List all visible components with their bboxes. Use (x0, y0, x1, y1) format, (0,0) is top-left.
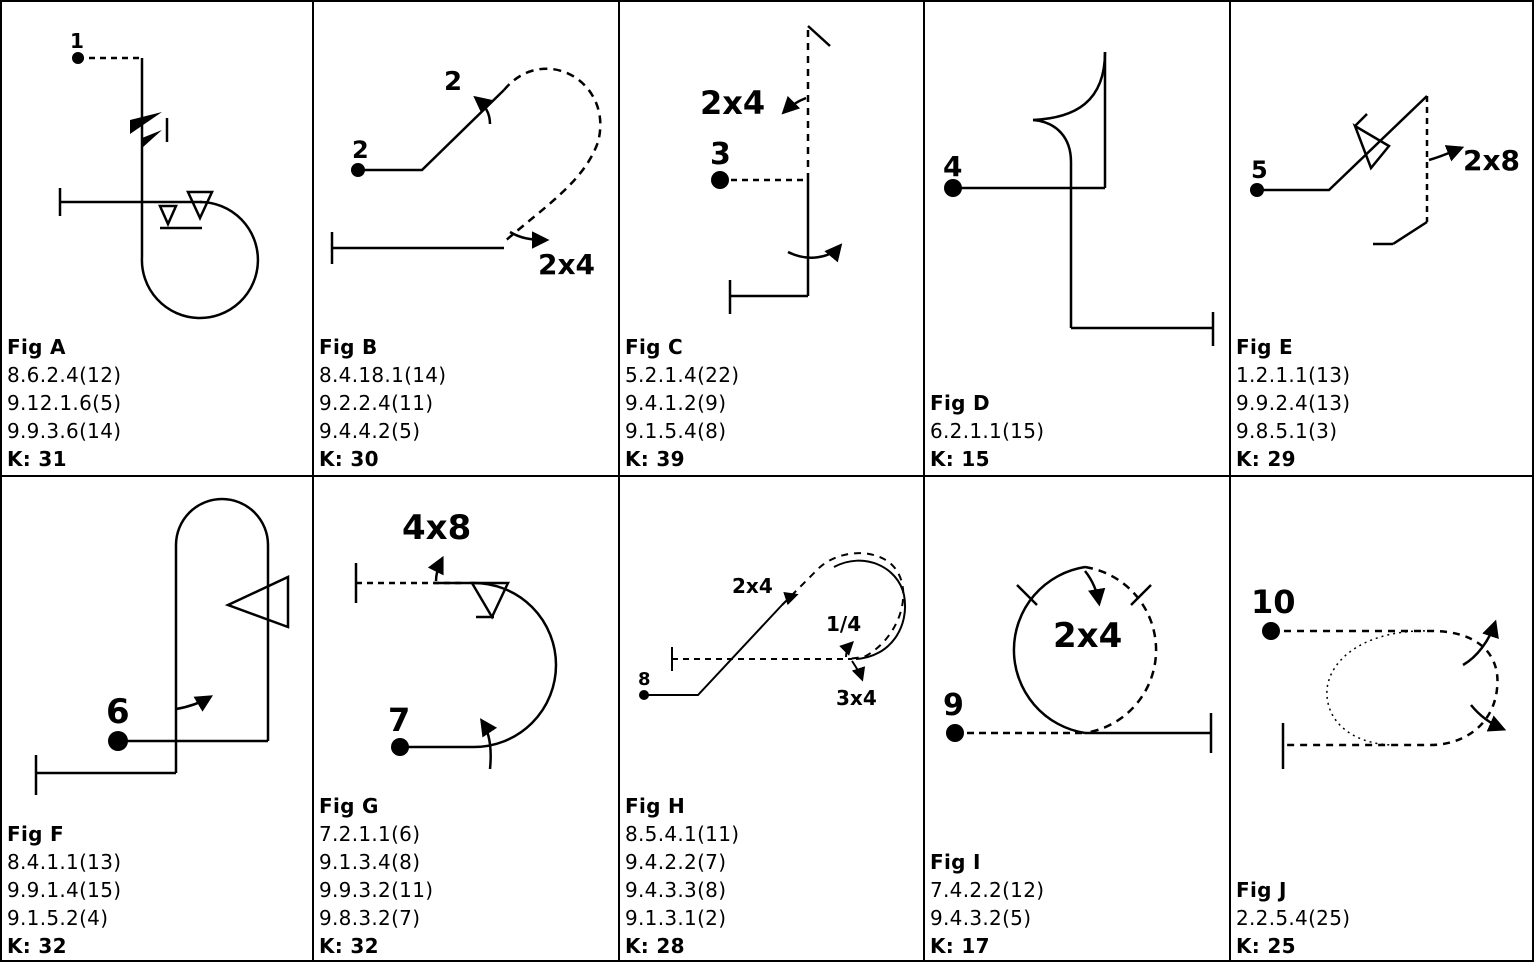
code-line: 9.9.3.2(11) (319, 878, 434, 902)
figure-title: Fig J (1236, 878, 1287, 902)
k-value: K: 17 (930, 934, 990, 958)
figure-caption: Fig G 7.2.1.1(6) 9.1.3.4(8) 9.9.3.2(11) … (319, 792, 433, 960)
code-line: 5.2.1.4(22) (625, 363, 740, 387)
figure-title: Fig E (1236, 335, 1293, 359)
figure-title: Fig H (625, 794, 686, 818)
figure-caption: Fig H 8.5.4.1(11) 9.4.2.2(7) 9.4.3.3(8) … (625, 792, 739, 960)
figure-title: Fig A (7, 335, 66, 359)
figure-caption: Fig D 6.2.1.1(15) K: 15 (930, 389, 1044, 473)
turn-label: 3x4 (836, 686, 877, 710)
turn-label: 2x4 (700, 84, 765, 122)
k-value: K: 15 (930, 447, 990, 471)
figure-cell-i: 9 2x4 Fig I 7.4.2.2(12) 9.4.3.2(5) K: 17 (925, 477, 1229, 962)
figure-h-diagram: 8 2x4 1/4 3x4 (638, 552, 907, 710)
code-line: 7.2.1.1(6) (319, 822, 421, 846)
figure-a-diagram: 1 (58, 29, 260, 320)
k-value: K: 39 (625, 447, 685, 471)
figure-cell-e: 5 2x8 Fig E 1.2.1.1(13) 9.9.2.4(13) 9.8.… (1231, 2, 1533, 475)
start-label: 2 (352, 136, 369, 164)
figure-title: Fig I (930, 850, 981, 874)
start-label: 5 (1251, 156, 1268, 184)
figure-cell-h: 8 2x4 1/4 3x4 Fig H 8.5.4.1(11) 9.4.2.2(… (620, 477, 923, 962)
code-line: 8.4.18.1(14) (319, 363, 447, 387)
turn-label: 1/4 (826, 612, 861, 636)
figure-cell-f: 6 Fig F 8.4.1.1(13) 9.9.1.4(15) 9.1.5.2(… (2, 477, 312, 962)
code-line: 9.9.2.4(13) (1236, 391, 1351, 415)
code-line: 2.2.5.4(25) (1236, 906, 1351, 930)
figure-caption: Fig A 8.6.2.4(12) 9.12.1.6(5) 9.9.3.6(14… (7, 333, 121, 473)
k-value: K: 31 (7, 447, 67, 471)
figure-title: Fig C (625, 335, 683, 359)
start-label: 10 (1251, 583, 1296, 621)
figure-cell-d: 4 Fig D 6.2.1.1(15) K: 15 (925, 2, 1229, 475)
figure-d-diagram: 4 (943, 51, 1215, 346)
figure-title: Fig F (7, 822, 64, 846)
start-label: 4 (943, 150, 962, 183)
k-value: K: 30 (319, 447, 379, 471)
k-value: K: 25 (1236, 934, 1296, 958)
figure-i-diagram: 9 2x4 (943, 565, 1213, 753)
figure-caption: Fig B 8.4.18.1(14) 9.2.2.4(11) 9.4.4.2(5… (319, 333, 446, 473)
code-line: 8.4.1.1(13) (7, 850, 122, 874)
figure-c-diagram: 3 2x4 (700, 25, 843, 314)
code-line: 9.4.3.2(5) (930, 906, 1032, 930)
k-value: K: 32 (7, 934, 67, 958)
code-line: 1.2.1.1(13) (1236, 363, 1351, 387)
figure-cell-c: 3 2x4 Fig C 5.2.1.4(22) 9.4.1.2(9) 9.1.5… (620, 2, 923, 475)
turn-label: 2x8 (1463, 144, 1520, 177)
k-value: K: 28 (625, 934, 685, 958)
code-line: 9.4.4.2(5) (319, 419, 421, 443)
code-line: 9.2.2.4(11) (319, 391, 434, 415)
figure-title: Fig G (319, 794, 379, 818)
code-line: 7.4.2.2(12) (930, 878, 1045, 902)
code-line: 8.6.2.4(12) (7, 363, 122, 387)
code-line: 9.9.1.4(15) (7, 878, 122, 902)
start-label: 6 (106, 692, 130, 732)
start-label: 7 (388, 701, 410, 739)
code-line: 9.4.3.3(8) (625, 878, 727, 902)
figure-caption: Fig F 8.4.1.1(13) 9.9.1.4(15) 9.1.5.2(4)… (7, 820, 121, 960)
figure-caption: Fig E 1.2.1.1(13) 9.9.2.4(13) 9.8.5.1(3)… (1236, 333, 1350, 473)
turn-label: 2x4 (538, 248, 595, 281)
start-label: 3 (710, 137, 731, 172)
start-label: 1 (70, 29, 84, 53)
figure-j-diagram: 10 (1251, 583, 1507, 769)
code-line: 9.8.3.2(7) (319, 906, 421, 930)
code-line: 9.1.5.4(8) (625, 419, 727, 443)
figure-cell-g: 7 4x8 Fig G 7.2.1.1(6) 9.1.3.4(8) 9.9.3.… (314, 477, 618, 962)
turn-label: 2 (444, 67, 462, 97)
figure-title: Fig D (930, 391, 990, 415)
code-line: 9.4.1.2(9) (625, 391, 727, 415)
turn-label: 2x4 (1053, 616, 1122, 656)
code-line: 9.1.5.2(4) (7, 906, 109, 930)
turn-label: 2x4 (732, 574, 773, 598)
start-label: 8 (638, 669, 651, 690)
figure-cell-b: 2 2 2x4 Fig B 8.4.18.1(14) 9.2.2.4(11) 9… (314, 2, 618, 475)
code-line: 9.4.2.2(7) (625, 850, 727, 874)
figure-b-diagram: 2 2 2x4 (330, 67, 602, 281)
k-value: K: 32 (319, 934, 379, 958)
code-line: 9.1.3.4(8) (319, 850, 421, 874)
start-label: 9 (943, 688, 964, 723)
turn-label: 4x8 (402, 508, 471, 548)
k-value: K: 29 (1236, 447, 1296, 471)
code-line: 9.1.3.1(2) (625, 906, 727, 930)
figure-e-diagram: 5 2x8 (1250, 95, 1520, 246)
code-line: 6.2.1.1(15) (930, 419, 1045, 443)
code-line: 9.9.3.6(14) (7, 419, 122, 443)
figure-f-diagram: 6 (34, 497, 290, 795)
figure-title: Fig B (319, 335, 378, 359)
code-line: 9.12.1.6(5) (7, 391, 122, 415)
figure-caption: Fig C 5.2.1.4(22) 9.4.1.2(9) 9.1.5.4(8) … (625, 333, 739, 473)
figure-cell-a: 1 Fig A 8.6.2.4(12) 9.12.1.6(5) 9.9.3.6(… (2, 2, 312, 475)
figure-caption: Fig J 2.2.5.4(25) K: 25 (1236, 876, 1350, 960)
code-line: 8.5.4.1(11) (625, 822, 740, 846)
figure-g-diagram: 7 4x8 (354, 508, 558, 770)
code-line: 9.8.5.1(3) (1236, 419, 1338, 443)
figure-caption: Fig I 7.4.2.2(12) 9.4.3.2(5) K: 17 (930, 848, 1044, 960)
figure-cell-j: 10 Fig J 2.2.5.4(25) K: 25 (1231, 477, 1533, 962)
